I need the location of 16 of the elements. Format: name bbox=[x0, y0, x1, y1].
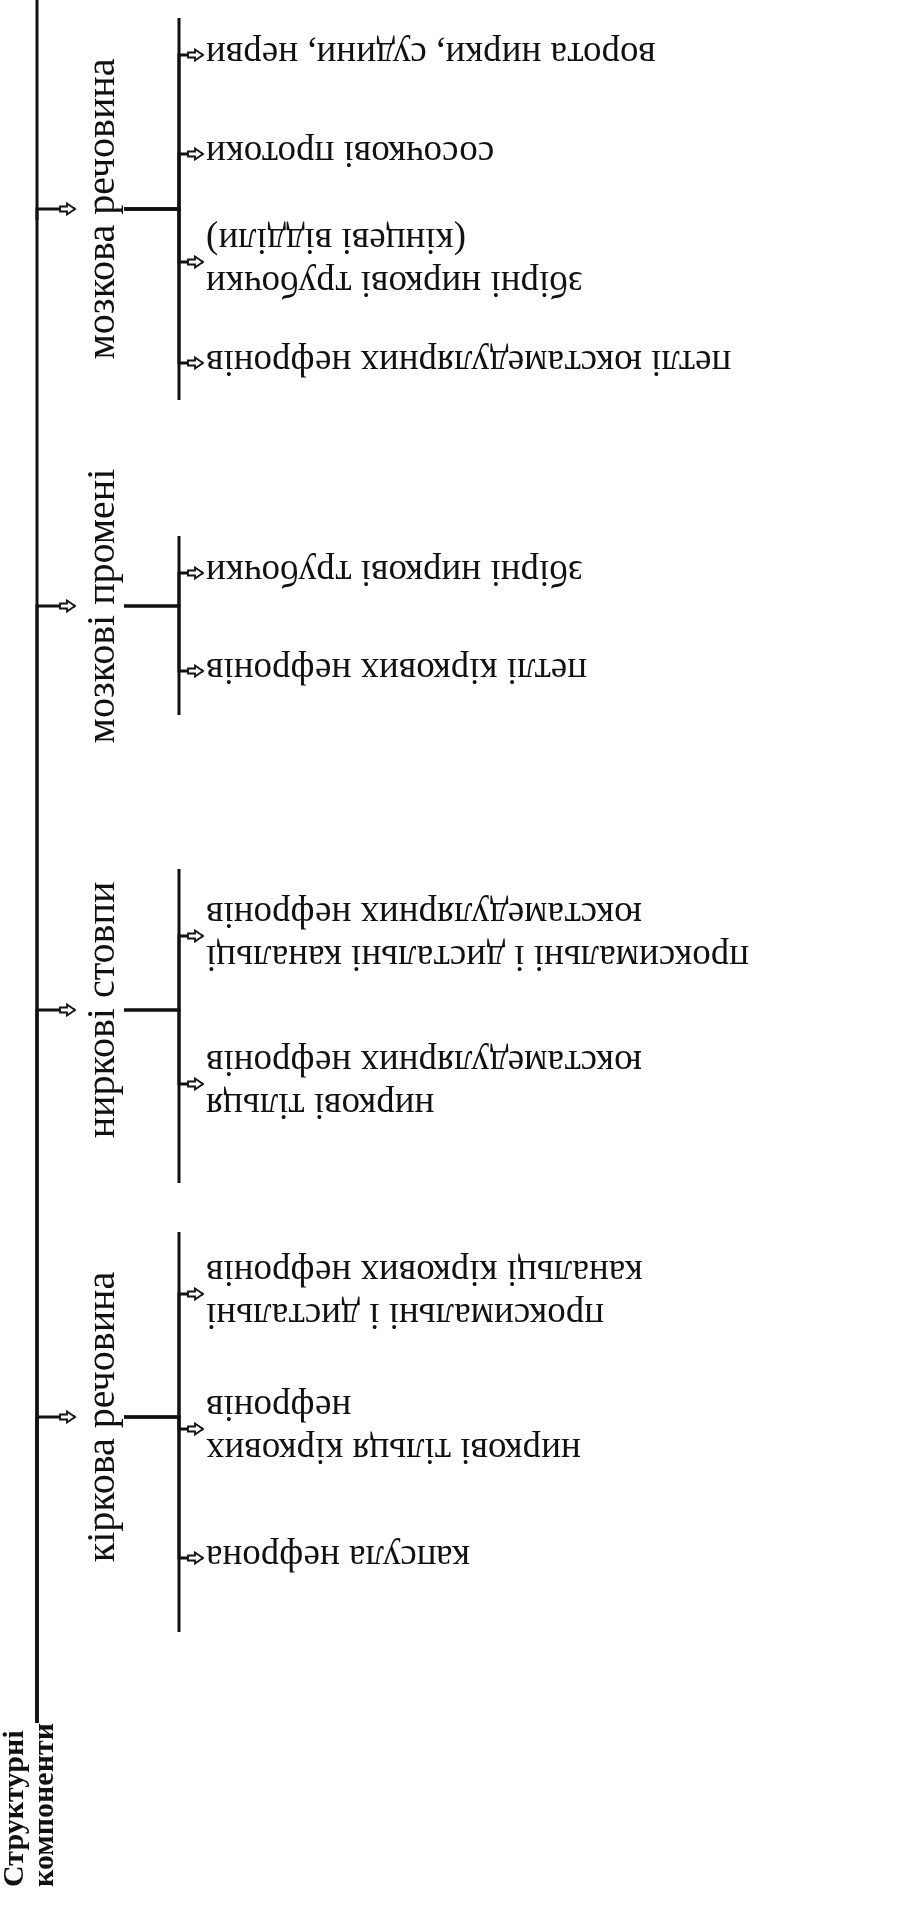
component-label: ворота нирки, судини, нерви bbox=[206, 33, 656, 77]
category-label: мозкова речовина bbox=[78, 58, 124, 360]
component-label: збірні ниркові трубочки (кінцеві відділи) bbox=[206, 219, 583, 305]
category-label: ниркові стовпи bbox=[78, 881, 124, 1139]
category-label: мозкові промені bbox=[78, 468, 124, 744]
component-label: капсула нефрона bbox=[206, 1536, 470, 1580]
component-label: петлі юкстамедулярних нефронів bbox=[206, 341, 732, 385]
component-label: петлі кіркових нефронів bbox=[206, 649, 588, 693]
component-label: сосочкові протоки bbox=[206, 132, 495, 176]
component-label: ниркові тільця кіркових нефронів bbox=[206, 1386, 581, 1472]
component-label: збірні ниркові трубочки bbox=[206, 551, 583, 595]
component-label: проксимальні і дистальні канальці юкстамедулярних нефронів bbox=[206, 893, 750, 979]
component-label: ниркові тільця юкстамедулярних нефронів bbox=[206, 1041, 642, 1127]
category-label: кіркова речовина bbox=[78, 1271, 124, 1563]
component-label: проксимальні і дистальні канальці кіркових нефронів bbox=[206, 1251, 643, 1337]
root-label: Структурні компоненти bbox=[0, 1723, 58, 1887]
